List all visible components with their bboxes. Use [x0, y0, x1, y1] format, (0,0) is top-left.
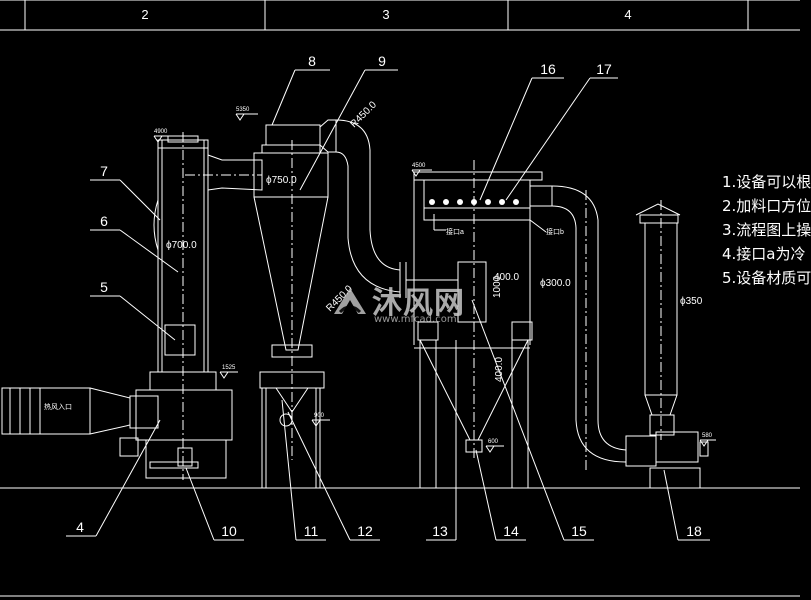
note-1: 1.设备可以根 — [722, 173, 811, 191]
inlet-label: 热风入口 — [44, 402, 72, 411]
level-900: 900 — [314, 413, 325, 419]
callout-leaders — [66, 69, 710, 541]
callout-12: 12 — [357, 523, 373, 539]
cyclone-top-duct — [265, 119, 337, 153]
callout-5: 5 — [100, 279, 108, 295]
zone-label-2: 2 — [141, 7, 148, 22]
callout-18: 18 — [686, 523, 702, 539]
zone-label-4: 4 — [624, 7, 631, 22]
level-600: 600 — [488, 439, 499, 445]
callout-4: 4 — [76, 519, 84, 535]
dim-d300: ϕ300.0 — [540, 278, 571, 289]
dim-d750: ϕ750.0 — [266, 175, 297, 186]
callout-16: 16 — [540, 61, 556, 77]
level-580: 580 — [702, 433, 713, 439]
port-a-label: 接口a — [446, 227, 464, 236]
filter-nozzle — [513, 199, 519, 205]
dim-h1000: 1000 — [492, 275, 503, 298]
design-notes: 1.设备可以根 2.加料口方位 3.流程图上操 4.接口a为冷 5.设备材质可 — [722, 170, 811, 290]
hot-air-inlet-duct — [1, 387, 159, 435]
dim-h400: 400.0 — [494, 357, 505, 382]
watermark-url: www.mfcad.com — [374, 314, 457, 325]
callout-6: 6 — [100, 213, 108, 229]
exhaust-duct — [529, 185, 627, 470]
callout-17: 17 — [596, 61, 612, 77]
callout-7: 7 — [100, 163, 108, 179]
dim-d350: ϕ350 — [680, 296, 703, 307]
level-4500: 4500 — [412, 163, 426, 169]
callout-15: 15 — [571, 523, 587, 539]
callout-9: 9 — [378, 53, 386, 69]
cyclone-separator — [253, 140, 329, 488]
callout-11: 11 — [304, 523, 319, 539]
callout-13: 13 — [432, 523, 448, 539]
level-markers — [153, 113, 716, 453]
dim-r450-top: R450.0 — [348, 99, 379, 130]
note-3: 3.流程图上操 — [722, 221, 811, 239]
filter-nozzle — [457, 199, 463, 205]
filter-nozzles — [429, 199, 519, 205]
bag-filter — [406, 160, 543, 488]
level-4900: 4900 — [154, 129, 168, 135]
zone-label-3: 3 — [382, 7, 389, 22]
callout-10: 10 — [221, 523, 237, 539]
dim-d700: ϕ700.0 — [166, 240, 197, 251]
drying-tower — [119, 132, 233, 480]
exhaust-fan — [625, 431, 709, 489]
level-1525: 1525 — [222, 365, 236, 371]
chimney — [635, 200, 681, 440]
note-4: 4.接口a为冷 — [722, 245, 806, 263]
note-2: 2.加料口方位 — [722, 197, 811, 215]
filter-nozzle — [485, 199, 491, 205]
dim-w400: 400.0 — [494, 272, 519, 283]
watermark-brand: 沐风网 — [372, 286, 465, 321]
outlet-duct — [185, 154, 263, 191]
note-5: 5.设备材质可 — [722, 269, 811, 287]
port-b-label: 接口b — [546, 227, 564, 236]
watermark: 沐风网 www.mfcad.com — [330, 278, 480, 328]
callout-8: 8 — [308, 53, 316, 69]
elbow-duct — [335, 119, 407, 298]
callout-14: 14 — [503, 523, 519, 539]
filter-nozzle — [429, 199, 435, 205]
filter-nozzle — [443, 199, 449, 205]
watermark-logo-icon — [334, 288, 366, 314]
level-5350: 5350 — [236, 107, 250, 113]
filter-nozzle — [499, 199, 505, 205]
filter-nozzle — [471, 199, 477, 205]
